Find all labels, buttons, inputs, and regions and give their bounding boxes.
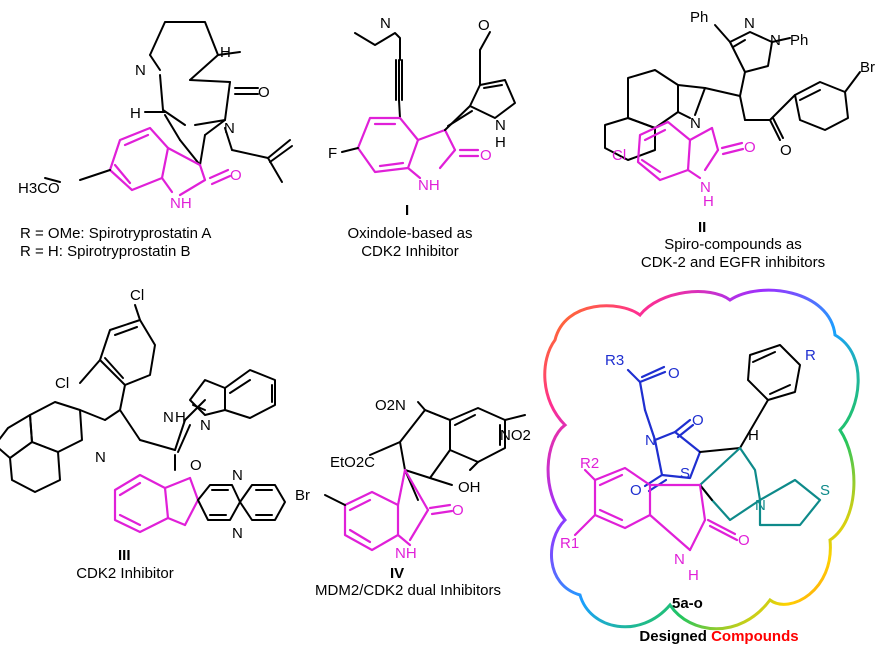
atom-n-ii-nh: N [700,179,711,196]
atom-o-designed: O [738,532,750,549]
atom-n-iii: N [95,449,106,466]
caption-designed-word1: Designed [639,628,707,645]
caption-i-line1: Oxindole-based as [347,225,473,242]
atom-ph1: Ph [690,9,708,26]
atom-nh: NH [170,195,192,212]
atom-o2: O [230,167,242,184]
atom-n-quinoxaline1: N [232,467,243,484]
atom-nh-i: NH [418,177,440,194]
atom-h-designed-nh: H [688,567,699,584]
atom-ph2: Ph [790,32,808,49]
atom-o-carbonyl: O [480,147,492,164]
atom-o2n: O2N [375,397,406,414]
caption-spirotryprostatin-a: R = OMe: Spirotryprostatin A [20,225,212,242]
atom-h2: H [130,105,141,122]
label-ii: II [698,219,706,236]
atom-cl-ortho: Cl [55,375,69,392]
caption-ii-line2: CDK-2 and EGFR inhibitors [640,254,826,271]
atom-n-pyrazole2: N [770,32,781,49]
atom-o-ketone: O [780,142,792,159]
caption-spirotryprostatin-b: R = H: Spirotryprostatin B [20,243,191,260]
caption-iv-line1: MDM2/CDK2 dual Inhibitors [315,582,501,599]
caption-compound-ii: Spiro-compounds as CDK-2 and EGFR inhibi… [618,236,848,272]
atom-n-methyl: N [380,15,391,32]
atom-n-designed-nh: N [674,551,685,568]
atom-cl-ii: Cl [612,147,626,164]
atom-h-benzimidazole: H [175,409,186,426]
atom-n-quinoxaline2: N [232,525,243,542]
atom-r2: R2 [580,455,599,472]
caption-i-line2: CDK2 Inhibitor [361,243,459,260]
compound-ii-structure [604,24,861,182]
atom-eto2c: EtO2C [330,454,375,471]
atom-r: R [805,347,816,364]
caption-compound-iii: CDK2 Inhibitor [60,565,190,583]
atom-n-bicyclic: N [755,497,766,514]
label-iii: III [118,547,131,564]
caption-iii-line1: CDK2 Inhibitor [76,565,174,582]
atom-oh: OH [458,479,481,496]
atom-o-r3: O [668,365,680,382]
atom-h-ii-nh: H [703,193,714,210]
atom-n2: N [224,120,235,137]
atom-o-iv: O [452,502,464,519]
atom-nh-iv: NH [395,545,417,562]
designed-structure [573,344,822,552]
atom-n-benzimidazole2: N [200,417,211,434]
atom-no2: NO2 [500,427,531,444]
atom-o1: O [258,84,270,101]
label-i: I [405,202,409,219]
atom-n-benzimidazole1: N [163,409,174,426]
atom-br: Br [860,59,875,76]
caption-spirotryprostatin: R = OMe: Spirotryprostatin A R = H: Spir… [20,225,211,261]
atom-o-lower: O [630,482,642,499]
atom-r3: R3 [605,352,624,369]
compound-iii-structure [0,304,286,534]
caption-designed: Designed Compounds [614,628,824,646]
atom-s-bicyclic: S [820,482,830,499]
compound-iv-structure [324,401,526,552]
atom-s-thiazolidine: S [680,465,690,482]
atom-o-upper: O [692,412,704,429]
rainbow-outline [543,288,860,631]
atom-n-pyrazole1: N [744,15,755,32]
substituent-h3co: H3CO [18,180,60,197]
atom-cl-top: Cl [130,287,144,304]
atom-h1: H [220,44,231,61]
compound-i-structure [341,31,516,180]
label-5a-o: 5a-o [672,595,703,612]
atom-n1: N [135,62,146,79]
atom-h-pyrrole: H [495,134,506,151]
atom-o-methoxy: O [478,17,490,34]
caption-designed-word2: Compounds [711,628,799,645]
caption-ii-line1: Spiro-compounds as [664,236,802,253]
spirotryprostatin-structure [44,21,293,197]
atom-o-ii: O [744,139,756,156]
atom-n-thiazolidine: N [645,432,656,449]
atom-br-iv: Br [295,487,310,504]
label-iv: IV [390,565,404,582]
atom-r1: R1 [560,535,579,552]
caption-compound-iv: MDM2/CDK2 dual Inhibitors [298,582,518,600]
caption-compound-i: Oxindole-based as CDK2 Inhibitor [345,225,475,261]
atom-f: F [328,145,337,162]
atom-n-pyrrole: N [495,117,506,134]
atom-n-ii: N [690,115,701,132]
atom-h-designed: H [748,427,759,444]
atom-o-iii: O [190,457,202,474]
